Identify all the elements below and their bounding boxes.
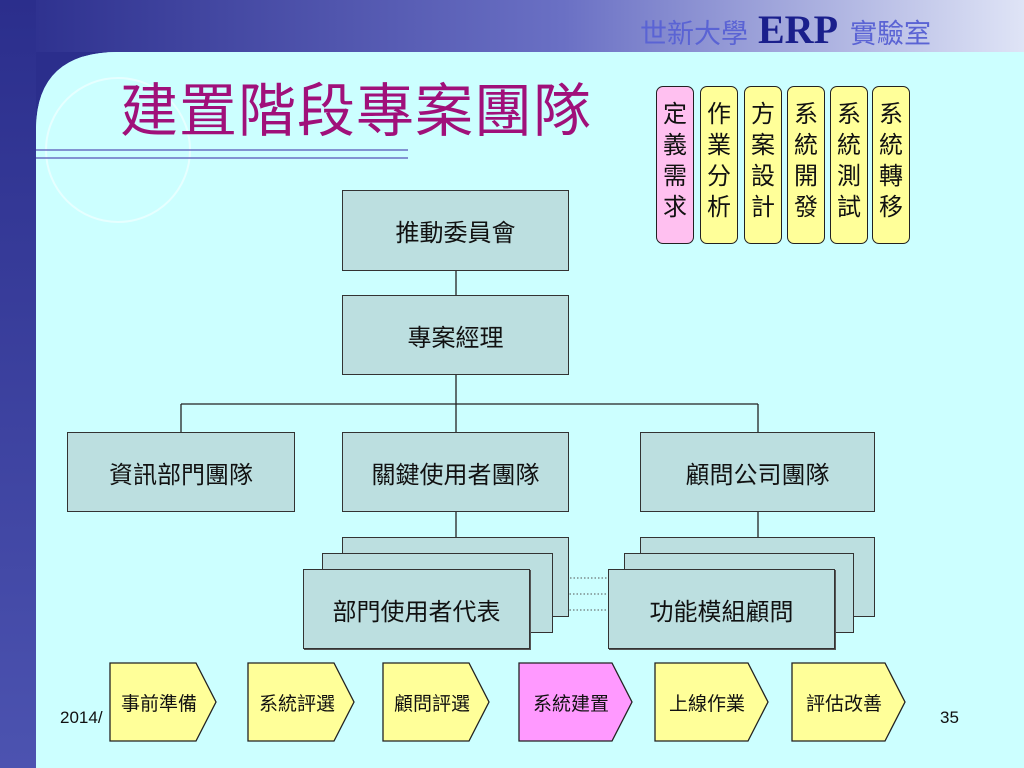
- steering-committee-box: 推動委員會: [342, 190, 569, 271]
- phase-label: 方案設計: [751, 100, 775, 221]
- phase-label: 定義需求: [663, 100, 687, 221]
- phase-label: 系統轉移: [879, 100, 903, 221]
- step-go-live: 上線作業: [668, 692, 745, 715]
- phase-operation-analysis: 作業分析: [700, 86, 738, 244]
- footer-date: 2014/: [60, 708, 103, 727]
- header-lab: 實驗室: [850, 19, 931, 50]
- page-number: 35: [940, 708, 959, 727]
- phase-label: 作業分析: [707, 100, 731, 221]
- it-department-team-box: 資訊部門團隊: [67, 432, 295, 512]
- project-manager-box: 專案經理: [342, 295, 569, 375]
- phase-system-testing: 系統測試: [830, 86, 868, 244]
- header-school: 世新大學: [640, 19, 748, 50]
- header-erp: ERP: [758, 7, 838, 52]
- phase-define-requirements: 定義需求: [656, 86, 694, 244]
- phase-system-transfer: 系統轉移: [872, 86, 910, 244]
- functional-module-consultant-box: 功能模組顧問: [608, 569, 835, 649]
- phase-label: 系統測試: [837, 100, 861, 221]
- key-user-team-box: 關鍵使用者團隊: [342, 432, 569, 512]
- dept-user-representative-box: 部門使用者代表: [303, 569, 530, 649]
- step-system-implementation: 系統建置: [532, 692, 609, 715]
- phase-label: 系統開發: [794, 100, 818, 221]
- step-consultant-selection: 顧問評選: [393, 692, 470, 715]
- step-system-selection: 系統評選: [258, 692, 335, 715]
- phase-solution-design: 方案設計: [744, 86, 782, 244]
- phase-system-development: 系統開發: [787, 86, 825, 244]
- step-preparation: 事前準備: [120, 692, 197, 715]
- slide-title: 建置階段專案團隊: [120, 77, 593, 145]
- step-evaluation-improvement: 評估改善: [805, 692, 882, 715]
- header-logo: 世新大學 ERP 實驗室: [640, 6, 931, 56]
- consultant-team-box: 顧問公司團隊: [640, 432, 875, 512]
